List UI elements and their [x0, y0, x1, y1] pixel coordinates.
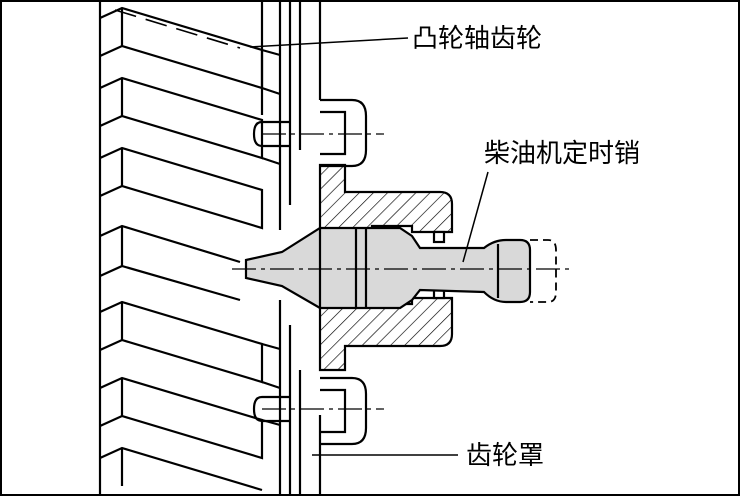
label-camshaft-gear: 凸轮轴齿轮	[412, 24, 542, 54]
leader-lines	[249, 37, 489, 456]
center-lines	[232, 133, 572, 410]
camshaft-gear	[98, 0, 282, 496]
gear-cover	[288, 0, 322, 496]
timing-pin	[244, 226, 557, 310]
lower-bolt	[252, 376, 368, 446]
label-timing-pin: 柴油机定时销	[484, 139, 640, 169]
upper-bolt	[252, 98, 368, 168]
pin-housing	[318, 163, 454, 372]
label-gear-cover: 齿轮罩	[466, 441, 544, 471]
